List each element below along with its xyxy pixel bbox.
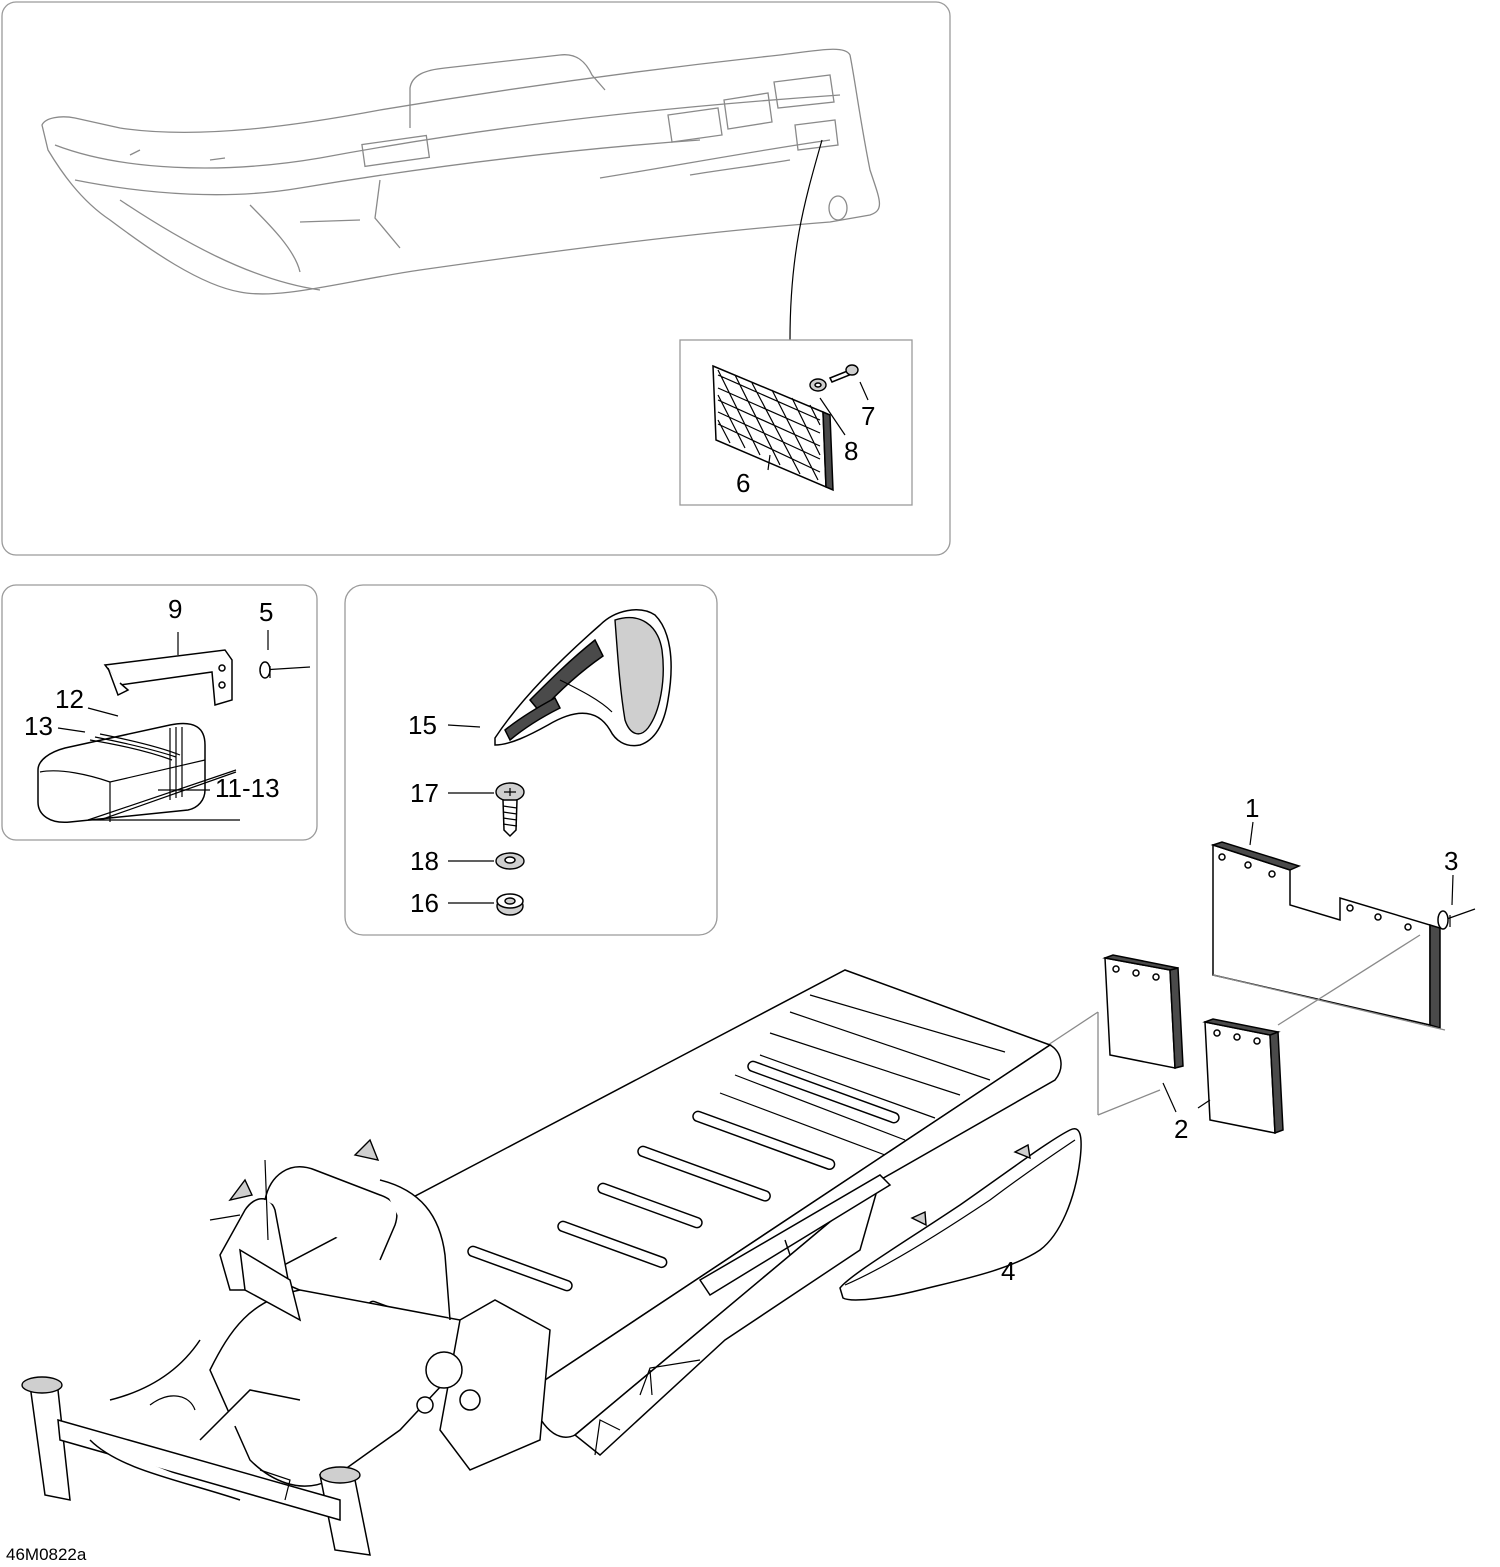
storage-bag-panel: 9 5 12 13 11-13 bbox=[1, 584, 318, 841]
snowflap-part-2-right bbox=[1202, 1018, 1284, 1135]
callout-18: 18 bbox=[410, 846, 439, 876]
callout-2: 2 bbox=[1174, 1114, 1188, 1144]
callout-5: 5 bbox=[259, 597, 273, 627]
diagram-reference-code: 46M0822a bbox=[6, 1545, 87, 1564]
reflector-part bbox=[712, 364, 834, 492]
leader-line-body-to-detail bbox=[789, 139, 823, 341]
callout-12: 12 bbox=[55, 684, 84, 714]
washer-part bbox=[809, 378, 827, 392]
rivet-part bbox=[259, 661, 311, 679]
callout-13: 13 bbox=[24, 711, 53, 741]
bag-part bbox=[37, 722, 240, 823]
snowflap-part-2-left bbox=[1102, 954, 1184, 1069]
bumper-part bbox=[21, 1339, 371, 1556]
callout-6: 6 bbox=[736, 468, 750, 498]
mirror-part bbox=[494, 609, 672, 747]
frame-tunnel-assembly: 4 bbox=[21, 969, 1082, 1556]
mirror-panel: 15 17 18 16 bbox=[344, 584, 718, 936]
snowflap-assembly: 1 2 3 bbox=[1047, 793, 1476, 1144]
running-board-part-4 bbox=[839, 1128, 1082, 1301]
rivet-part-3 bbox=[1437, 908, 1476, 930]
screw-part-17 bbox=[495, 782, 525, 838]
front-frame-part bbox=[209, 1138, 551, 1487]
body-outline bbox=[41, 48, 881, 295]
bag-bracket-part bbox=[103, 649, 233, 706]
callout-7: 7 bbox=[861, 401, 875, 431]
reflector-detail-inset bbox=[679, 339, 913, 506]
callout-16: 16 bbox=[410, 888, 439, 918]
callout-1: 1 bbox=[1245, 793, 1259, 823]
snowflap-part-1 bbox=[1210, 841, 1441, 1030]
body-panel: 6 7 8 bbox=[1, 1, 951, 556]
screw-part bbox=[828, 364, 859, 383]
callout-15: 15 bbox=[408, 710, 437, 740]
washer-part-18 bbox=[495, 852, 525, 870]
grommet-part-16 bbox=[496, 893, 524, 916]
callout-11-13: 11-13 bbox=[215, 773, 280, 803]
callout-9: 9 bbox=[168, 594, 182, 624]
callout-8: 8 bbox=[844, 436, 858, 466]
callout-4: 4 bbox=[1001, 1256, 1015, 1286]
callout-3: 3 bbox=[1444, 846, 1458, 876]
callout-17: 17 bbox=[410, 778, 439, 808]
side-rail-part bbox=[594, 1174, 892, 1456]
